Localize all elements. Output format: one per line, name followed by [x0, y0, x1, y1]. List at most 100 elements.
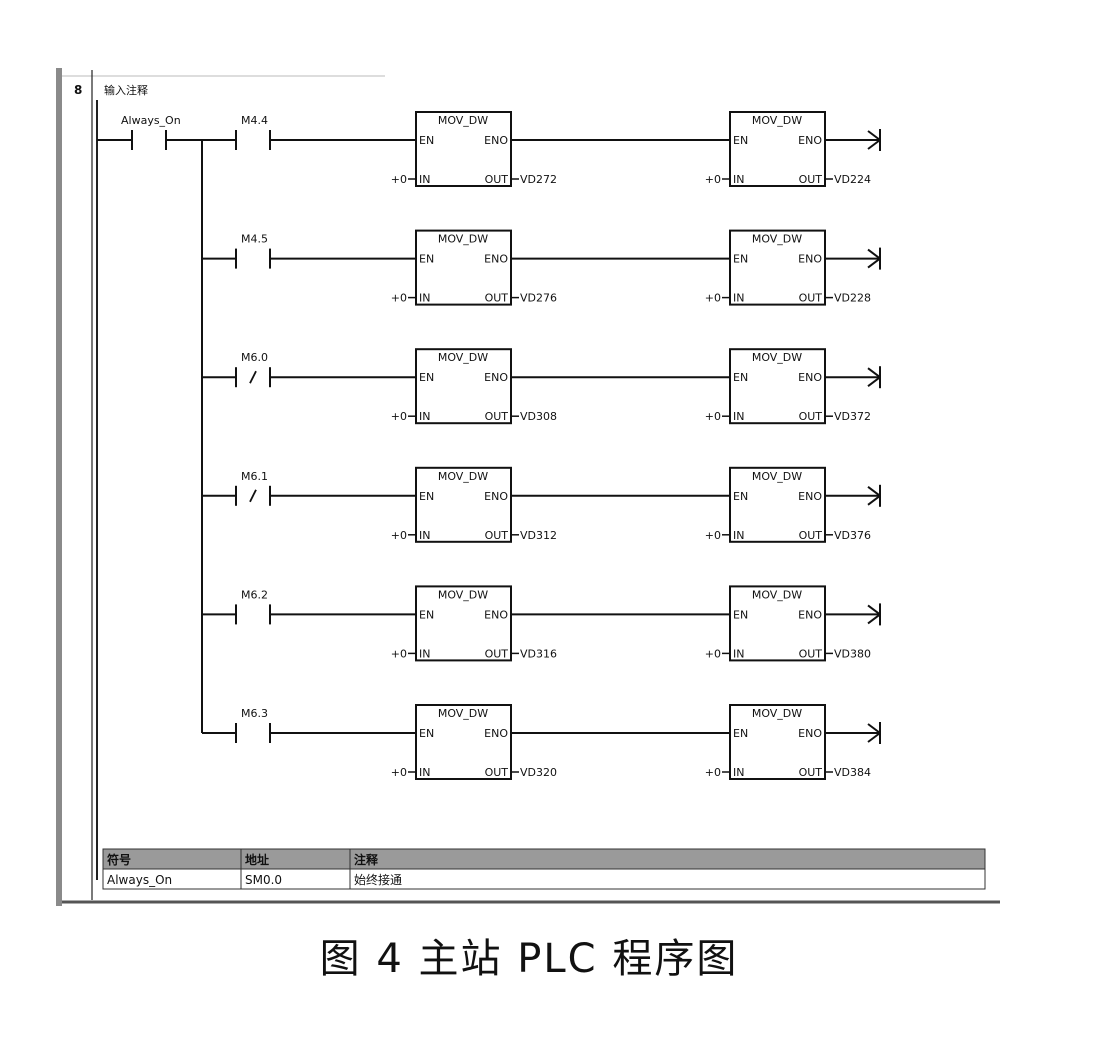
- in-value: +0: [391, 173, 407, 186]
- box-title: MOV_DW: [752, 114, 802, 127]
- address-col-header[interactable]: 地址: [245, 852, 269, 867]
- eno-pin-label: ENO: [484, 253, 508, 266]
- box-title: MOV_DW: [438, 470, 488, 483]
- out-value: VD272: [520, 173, 557, 186]
- main-contact[interactable]: Always_On: [97, 114, 202, 150]
- en-pin-label: EN: [419, 371, 434, 384]
- en-pin-label: EN: [419, 727, 434, 740]
- in-value: +0: [391, 529, 407, 542]
- eno-pin-label: ENO: [798, 134, 822, 147]
- en-pin-label: EN: [733, 371, 748, 384]
- in-pin-label: IN: [733, 292, 744, 305]
- contact-label: M6.2: [241, 588, 268, 601]
- contact-label: M4.4: [241, 114, 268, 127]
- box-title: MOV_DW: [752, 233, 802, 246]
- contact-label: M4.5: [241, 233, 268, 246]
- contact-label: M6.1: [241, 470, 268, 483]
- eno-pin-label: ENO: [484, 371, 508, 384]
- no-contact[interactable]: M4.4: [235, 114, 271, 150]
- out-value: VD276: [520, 292, 557, 305]
- eno-pin-label: ENO: [798, 608, 822, 621]
- comment-col-header[interactable]: 注释: [354, 852, 379, 867]
- box-title: MOV_DW: [752, 588, 802, 601]
- rung-end-arrow: [867, 603, 881, 626]
- out-value: VD384: [834, 766, 871, 779]
- box-title: MOV_DW: [752, 470, 802, 483]
- out-value: VD228: [834, 292, 871, 305]
- in-pin-label: IN: [419, 173, 430, 186]
- in-pin-label: IN: [733, 766, 744, 779]
- no-contact[interactable]: M6.2: [235, 588, 271, 625]
- address-cell[interactable]: SM0.0: [245, 873, 282, 887]
- out-value: VD380: [834, 647, 871, 660]
- out-pin-label: OUT: [799, 529, 823, 542]
- symbol-cell[interactable]: Always_On: [107, 873, 172, 887]
- out-pin-label: OUT: [799, 647, 823, 660]
- in-value: +0: [705, 410, 721, 423]
- out-value: VD320: [520, 766, 557, 779]
- rung-end-arrow: [867, 247, 881, 270]
- no-contact[interactable]: M4.5: [235, 233, 271, 269]
- box-title: MOV_DW: [752, 707, 802, 720]
- box-title: MOV_DW: [752, 351, 802, 364]
- symbol-col-header[interactable]: 符号: [107, 852, 131, 867]
- en-pin-label: EN: [733, 253, 748, 266]
- eno-pin-label: ENO: [484, 608, 508, 621]
- out-pin-label: OUT: [485, 766, 509, 779]
- nc-contact[interactable]: M6.1: [235, 470, 271, 506]
- in-pin-label: IN: [733, 647, 744, 660]
- out-value: VD316: [520, 647, 557, 660]
- out-value: VD312: [520, 529, 557, 542]
- rung-end-arrow: [867, 484, 881, 507]
- en-pin-label: EN: [733, 134, 748, 147]
- nc-contact[interactable]: M6.0: [235, 351, 271, 388]
- en-pin-label: EN: [419, 490, 434, 503]
- out-value: VD376: [834, 529, 871, 542]
- out-pin-label: OUT: [799, 766, 823, 779]
- comment-cell[interactable]: 始终接通: [354, 872, 402, 887]
- rung-end-arrow: [867, 722, 881, 744]
- out-pin-label: OUT: [485, 292, 509, 305]
- eno-pin-label: ENO: [798, 727, 822, 740]
- en-pin-label: EN: [419, 608, 434, 621]
- network-comment[interactable]: 输入注释: [104, 83, 148, 97]
- symbol-table: 符号 地址 注释 Always_On SM0.0 始终接通: [102, 848, 986, 890]
- no-contact[interactable]: M6.3: [235, 707, 271, 743]
- in-value: +0: [705, 173, 721, 186]
- in-pin-label: IN: [419, 292, 430, 305]
- en-pin-label: EN: [733, 727, 748, 740]
- in-pin-label: IN: [733, 410, 744, 423]
- out-pin-label: OUT: [485, 410, 509, 423]
- in-pin-label: IN: [733, 173, 744, 186]
- network-number: 8: [74, 83, 82, 97]
- main-contact-label: Always_On: [121, 114, 181, 127]
- in-value: +0: [391, 410, 407, 423]
- contact-label: M6.0: [241, 351, 268, 364]
- en-pin-label: EN: [419, 253, 434, 266]
- box-title: MOV_DW: [438, 351, 488, 364]
- out-value: VD224: [834, 173, 871, 186]
- eno-pin-label: ENO: [484, 490, 508, 503]
- in-pin-label: IN: [419, 410, 430, 423]
- in-value: +0: [391, 647, 407, 660]
- out-pin-label: OUT: [485, 173, 509, 186]
- contact-label: M6.3: [241, 707, 268, 720]
- eno-pin-label: ENO: [798, 253, 822, 266]
